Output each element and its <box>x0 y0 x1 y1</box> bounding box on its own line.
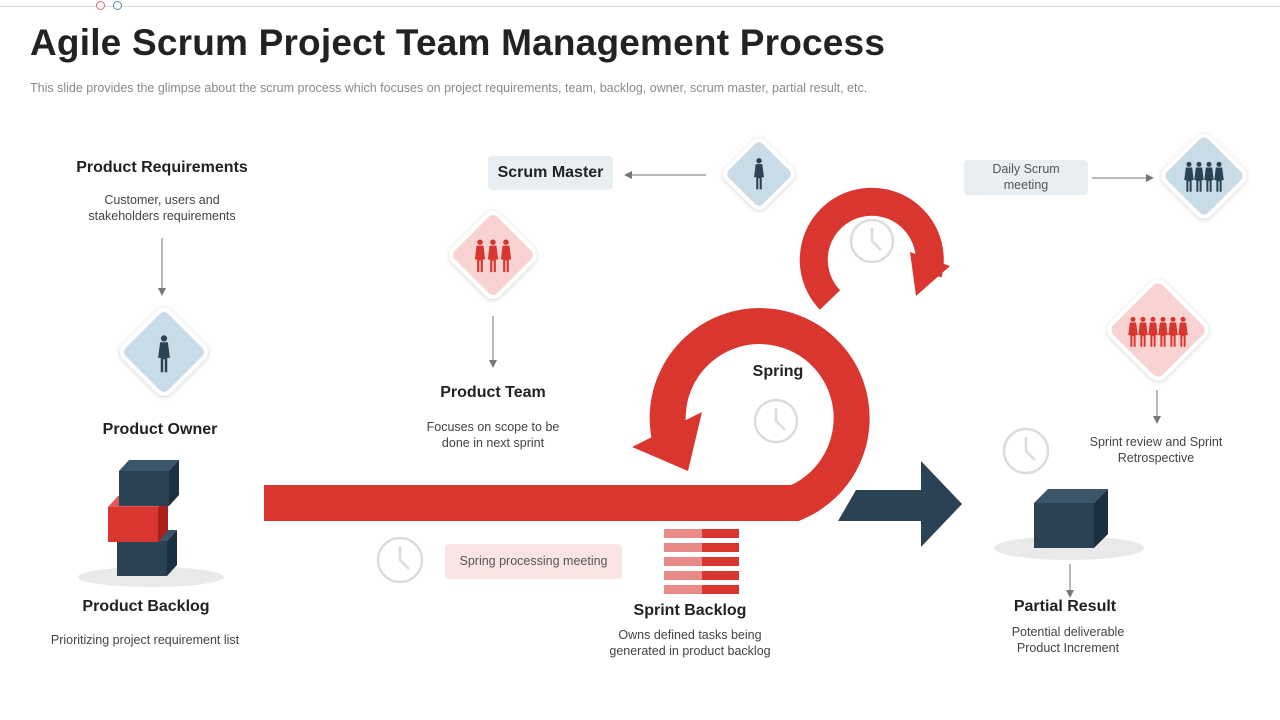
product-backlog-title: Product Backlog <box>82 598 210 615</box>
sprint-backlog-bars-icon <box>664 529 739 594</box>
sprint-backlog-title: Sprint Backlog <box>633 602 747 619</box>
scrum-master-label: Scrum Master <box>488 156 613 190</box>
cube-icon-partial-result <box>994 489 1144 560</box>
cube-stack-icon <box>78 460 224 587</box>
spring-processing-meeting-label: Spring processing meeting <box>445 544 622 579</box>
sprint-review-label: Sprint review and Sprint Retrospective <box>1089 435 1223 465</box>
partial-result-title: Partial Result <box>1013 598 1117 615</box>
connector-arrows <box>158 171 1161 598</box>
product-requirements-title: Product Requirements <box>76 159 248 176</box>
diamond-sprint-review <box>1107 279 1209 381</box>
decor-dot-red <box>96 1 105 10</box>
partial-result-desc: Potential deliverable Product Increment <box>1011 625 1125 655</box>
decor-dot-blue <box>113 1 122 10</box>
product-backlog-desc: Prioritizing project requirement list <box>50 633 240 647</box>
spring-label: Spring <box>752 363 804 380</box>
product-requirements-desc: Customer, users and stakeholders require… <box>88 193 236 223</box>
page-subtitle: This slide provides the glimpse about th… <box>30 81 868 95</box>
sprint-loop-arrow <box>264 187 950 521</box>
diamond-daily-scrum <box>1161 133 1247 219</box>
top-rule <box>0 6 1280 7</box>
page-title: Agile Scrum Project Team Management Proc… <box>30 22 886 63</box>
output-arrow-icon <box>838 461 962 547</box>
product-owner-title: Product Owner <box>102 421 218 438</box>
product-team-desc: Focuses on scope to be done in next spri… <box>426 420 560 450</box>
sprint-backlog-desc: Owns defined tasks being generated in pr… <box>609 628 771 658</box>
product-team-title: Product Team <box>440 384 546 401</box>
daily-scrum-label: Daily Scrum meeting <box>964 160 1088 195</box>
